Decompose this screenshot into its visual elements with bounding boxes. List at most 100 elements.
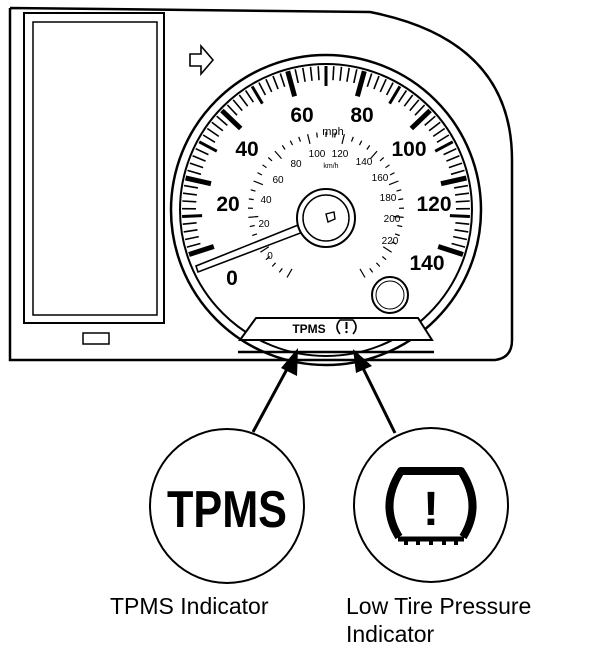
mph-label-140: 140 [409,252,444,275]
tire-pressure-icon: ! [385,467,477,545]
mph-minor-tick [388,85,402,105]
mph-minor-tick [366,73,373,87]
needle-hub-inner [302,194,350,242]
left-display [23,12,165,324]
kmh-tick [369,268,374,273]
kmh-unit: km/h [323,163,338,170]
kmh-label-100: 100 [309,149,326,160]
kmh-tick [385,164,390,169]
mph-minor-tick [182,192,197,196]
low-pressure-caption-line1: Low Tire Pressure [346,593,532,619]
mph-minor-tick [414,104,426,116]
mph-minor-tick [182,200,197,203]
kmh-tick [396,189,402,192]
mph-minor-tick [226,104,238,116]
kmh-label-40: 40 [260,195,272,206]
mph-label-100: 100 [391,138,426,161]
kmh-tick [257,172,263,176]
kmh-tick [262,164,267,169]
kmh-tick [307,134,311,145]
kmh-tick [248,215,259,218]
low-pressure-callout-line [357,359,397,434]
kmh-tick [391,241,397,245]
needle-hub [296,188,356,248]
speed-needle-tip [325,211,336,223]
mph-minor-tick [353,69,358,84]
mph-major-ticks [185,70,467,257]
kmh-tick [281,145,286,150]
mph-minor-tick [265,78,273,93]
mph-minor-tick [373,75,380,90]
mph-minor-tick [195,147,209,156]
mph-minor-tick [339,66,343,81]
mph-minor-tick [182,222,197,225]
low-pressure-exclamation: ! [423,483,439,536]
mph-minor-tick [451,242,466,248]
mph-minor-tick [436,134,450,143]
tpms-badge-text: TPMS [167,481,287,539]
tpms-strip-text: TPMS [292,322,325,336]
kmh-label-80: 80 [290,159,302,170]
mph-major-tick [285,70,298,97]
mph-minor-tick [272,75,279,90]
mph-minor-tick [403,94,414,107]
mph-minor-tick [455,222,470,225]
mph-minor-tick [216,115,228,127]
mph-minor-tick [454,229,469,233]
mph-major-tick [188,244,215,257]
kmh-tick [393,215,404,218]
mph-minor-tick [455,192,470,196]
small-indicator [82,332,110,345]
kmh-tick [398,198,404,201]
kmh-tick [265,256,271,261]
mph-label-20: 20 [216,193,239,216]
right-arrow-icon [189,43,215,77]
mph-major-tick [409,108,432,131]
tire-pressure-small-icon [336,319,357,335]
kmh-label-220: 220 [382,236,399,247]
mph-minor-tick [424,115,436,127]
mph-major-tick [185,175,212,187]
mph-minor-tick [244,90,255,103]
mph-minor-tick [432,127,446,138]
mph-minor-tick [453,235,468,241]
mph-major-tick [437,244,464,257]
mph-minor-tick [232,99,243,112]
tpms-indicator-caption: TPMS Indicator [110,593,269,619]
kmh-tick [397,224,403,228]
mph-minor-tick [192,155,206,162]
gauge-bezel [179,63,473,357]
low-pressure-caption-line2: Indicator [346,621,435,647]
kmh-tick [359,268,366,278]
mph-minor-tick [182,214,203,218]
mph-minor-tick [186,242,201,248]
mph-label-80: 80 [350,104,373,127]
kmh-label-140: 140 [356,157,373,168]
mph-minor-tick [187,169,202,176]
kmh-tick [253,180,264,186]
mph-minor-tick [202,134,216,143]
mph-minor-tick [449,214,470,218]
mph-minor-tick [450,169,465,176]
kmh-tick [366,145,371,150]
kmh-tick [370,150,378,159]
mph-minor-tick [443,147,457,156]
mph-minor-tick [397,90,408,103]
kmh-tick [286,268,293,278]
indicator-strip [238,317,434,341]
mph-minor-ticks [181,66,471,248]
kmh-tick [271,262,277,267]
kmh-tick [298,136,302,142]
kmh-tick [248,198,254,201]
trip-reset-knob [371,276,409,314]
kmh-tick [379,157,385,162]
kmh-tick [341,134,345,145]
mph-minor-tick [446,155,460,162]
mph-minor-tick [309,66,313,81]
kmh-tick [350,136,354,142]
kmh-tick [394,233,400,237]
tpms-callout-circle [149,428,305,584]
kmh-tick [289,140,294,146]
mph-major-tick [354,70,367,97]
